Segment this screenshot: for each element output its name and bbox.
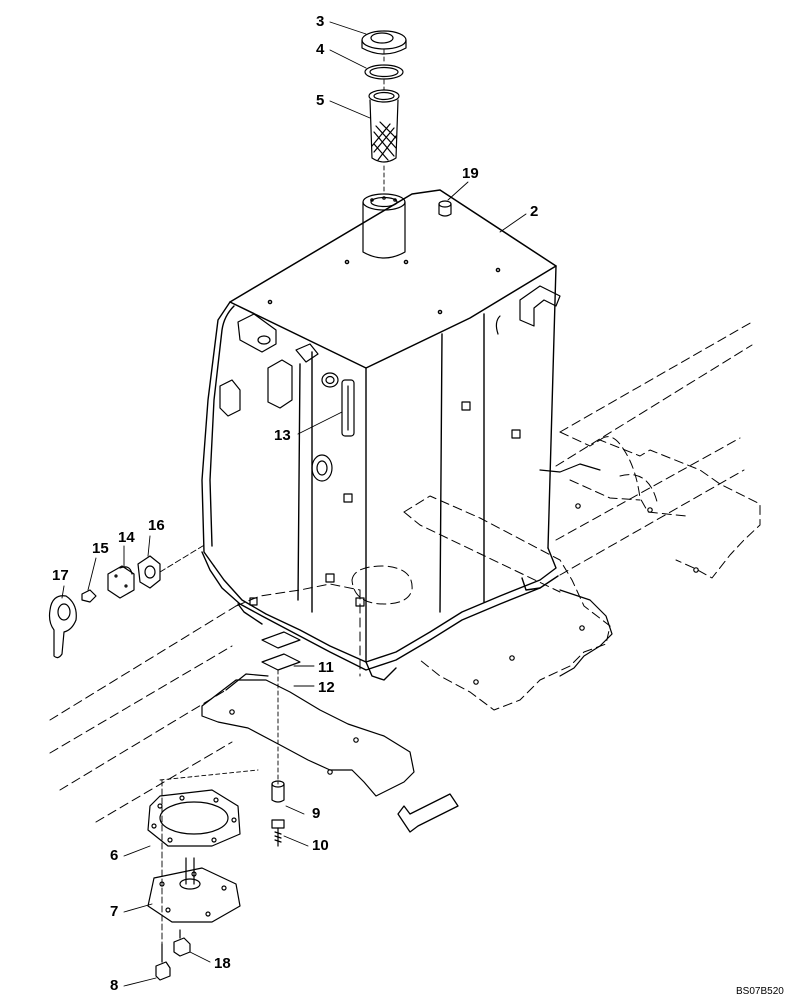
part-label-13: 13 xyxy=(274,427,291,444)
center-lines xyxy=(159,49,385,963)
bolt xyxy=(155,943,171,981)
front-direction-arrow xyxy=(397,793,459,833)
part-label-8: 8 xyxy=(110,977,119,994)
part-label-14: 14 xyxy=(118,529,135,546)
spacer-and-bolt xyxy=(271,780,285,847)
frame-members xyxy=(201,463,699,797)
chassis-frame-dashed xyxy=(49,321,761,823)
plug xyxy=(173,929,191,957)
filler-neck xyxy=(362,193,406,259)
drawing-code: BS07B520 xyxy=(736,986,784,997)
level-gauge xyxy=(321,372,355,437)
left-upper-brackets xyxy=(219,313,319,417)
side-port xyxy=(311,454,333,482)
part-label-16: 16 xyxy=(148,517,165,534)
air-breather-fitting xyxy=(438,200,452,217)
gasket xyxy=(147,789,241,847)
shims xyxy=(261,631,301,671)
part-label-6: 6 xyxy=(110,847,119,864)
tank-bosses xyxy=(249,401,521,607)
part-label-10: 10 xyxy=(312,837,329,854)
part-label-19: 19 xyxy=(462,165,479,182)
drain-cover xyxy=(147,857,241,923)
leader-lines xyxy=(61,21,527,987)
part-label-11: 11 xyxy=(318,659,334,676)
part-label-9: 9 xyxy=(312,805,321,822)
part-label-3: 3 xyxy=(316,13,325,30)
part-label-4: 4 xyxy=(316,41,325,58)
part-label-12: 12 xyxy=(318,679,335,696)
side-cover-parts xyxy=(48,555,161,659)
part-label-15: 15 xyxy=(92,540,109,557)
part-label-5: 5 xyxy=(316,92,325,109)
strainer xyxy=(368,89,400,163)
part-label-18: 18 xyxy=(214,955,231,972)
hydraulic-tank xyxy=(201,189,559,681)
right-bracket xyxy=(495,285,561,335)
part-label-2: 2 xyxy=(530,203,539,220)
o-ring xyxy=(364,64,404,80)
part-label-7: 7 xyxy=(110,903,119,920)
part-label-17: 17 xyxy=(52,567,69,584)
